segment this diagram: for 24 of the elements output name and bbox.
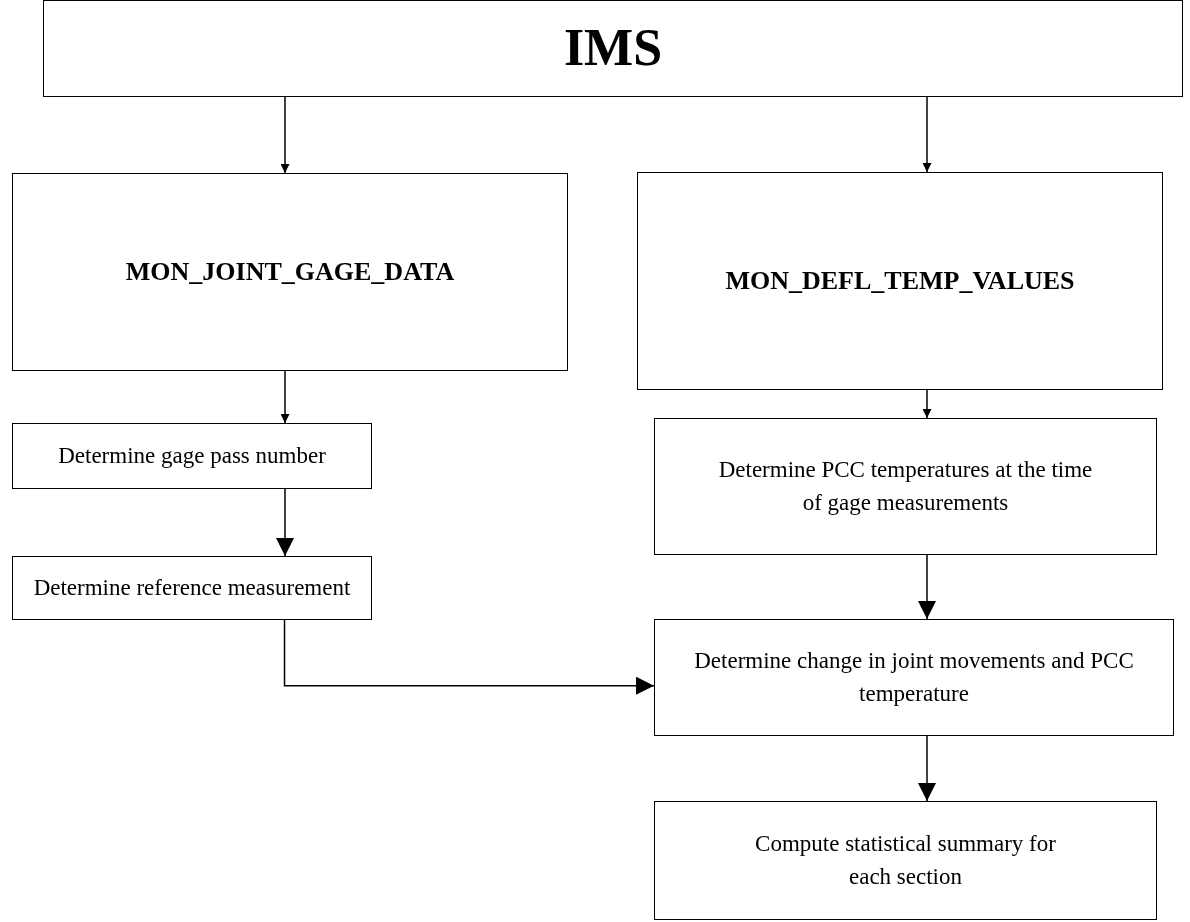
arrow (280, 370, 290, 424)
table-box (12, 173, 568, 371)
arrow (283, 619, 655, 695)
title-box (43, 0, 1183, 97)
table-name: MON_DEFL_TEMP_VALUES (724, 264, 1076, 297)
arrow (276, 488, 294, 557)
box-label: IMS (562, 18, 664, 79)
process-box (654, 801, 1157, 920)
table-box (637, 172, 1163, 390)
step-text: Determine gage pass number (57, 441, 327, 470)
arrow (918, 554, 936, 620)
arrow (922, 96, 932, 173)
process-box (12, 556, 372, 620)
arrow (280, 96, 290, 174)
arrow (922, 389, 932, 419)
process-box (654, 418, 1157, 555)
table-name: MON_JOINT_GAGE_DATA (124, 255, 456, 288)
process-box (12, 423, 372, 489)
arrow (918, 735, 936, 802)
step-text: Determine reference measurement (32, 573, 352, 602)
step-text: Determine PCC temperatures at the time of gage measurements (717, 456, 1094, 517)
step-text: Compute statistical summary for each section (754, 830, 1057, 891)
step-text: Determine change in joint movements and PCC temperature (693, 647, 1135, 708)
process-box (654, 619, 1174, 736)
